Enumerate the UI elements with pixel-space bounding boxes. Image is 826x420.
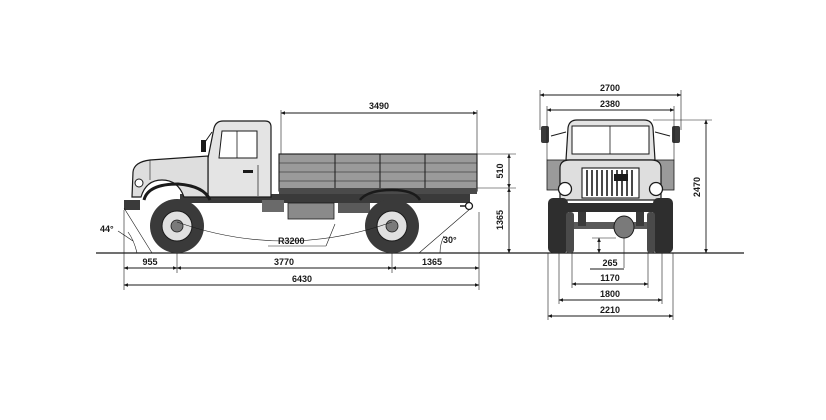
- spare-carrier: [338, 203, 370, 213]
- dim-rear-overhang: 1365: [422, 257, 442, 267]
- dim-side-height: 510: [495, 163, 505, 178]
- dim-front-track: 1170: [600, 273, 620, 283]
- dim-body-width: 2380: [600, 99, 620, 109]
- chassis-frame: [180, 194, 470, 203]
- cargo-body: [278, 153, 478, 192]
- truck-side-view: [124, 120, 478, 253]
- front-headlight-right: [648, 181, 664, 197]
- front-wheel: [150, 199, 204, 253]
- dim-approach-angle: 44°: [100, 224, 114, 234]
- dim-ground-clearance: 265: [602, 258, 617, 268]
- grille-emblem: [614, 174, 628, 181]
- side-view-dimensions: 3490 510 1365 44° 30° R3200 955 3770: [100, 101, 516, 290]
- dim-overall-length: 6430: [292, 274, 312, 284]
- turning-radius-arc: [176, 221, 393, 242]
- dim-platform-height: 1365: [495, 210, 505, 230]
- front-bumper: [124, 200, 140, 210]
- radiator-grille: [581, 167, 640, 199]
- dim-tire-width: 2210: [600, 305, 620, 315]
- dim-body-length: 3490: [369, 101, 389, 111]
- windshield: [571, 125, 650, 155]
- front-view-dimensions: 2700 2380 2470 265 1170 1800 2210: [539, 83, 712, 320]
- front-mirror-left: [541, 126, 549, 143]
- truck-front-view: [541, 119, 680, 253]
- battery-box: [262, 200, 284, 212]
- differential: [613, 215, 635, 239]
- dim-wheelbase: 3770: [274, 257, 294, 267]
- dim-front-overhang: 955: [142, 257, 157, 267]
- front-mirror-right: [672, 126, 680, 143]
- tow-hook: [464, 201, 474, 211]
- front-view-tire-left: [548, 198, 568, 253]
- dim-departure-angle: 30°: [443, 235, 457, 245]
- headlight: [134, 178, 144, 188]
- fuel-tank: [287, 202, 335, 220]
- front-headlight-left: [557, 181, 573, 197]
- rear-wheel: [365, 199, 419, 253]
- dim-rear-track: 1800: [600, 289, 620, 299]
- side-mirror: [201, 140, 206, 152]
- front-view-tire-right: [653, 198, 673, 253]
- front-view-bumper: [551, 203, 670, 212]
- dim-overall-height: 2470: [692, 177, 702, 197]
- dim-overall-width: 2700: [600, 83, 620, 93]
- hood: [131, 155, 209, 198]
- cab-window: [218, 130, 258, 159]
- dim-turning-radius: R3200: [278, 236, 305, 246]
